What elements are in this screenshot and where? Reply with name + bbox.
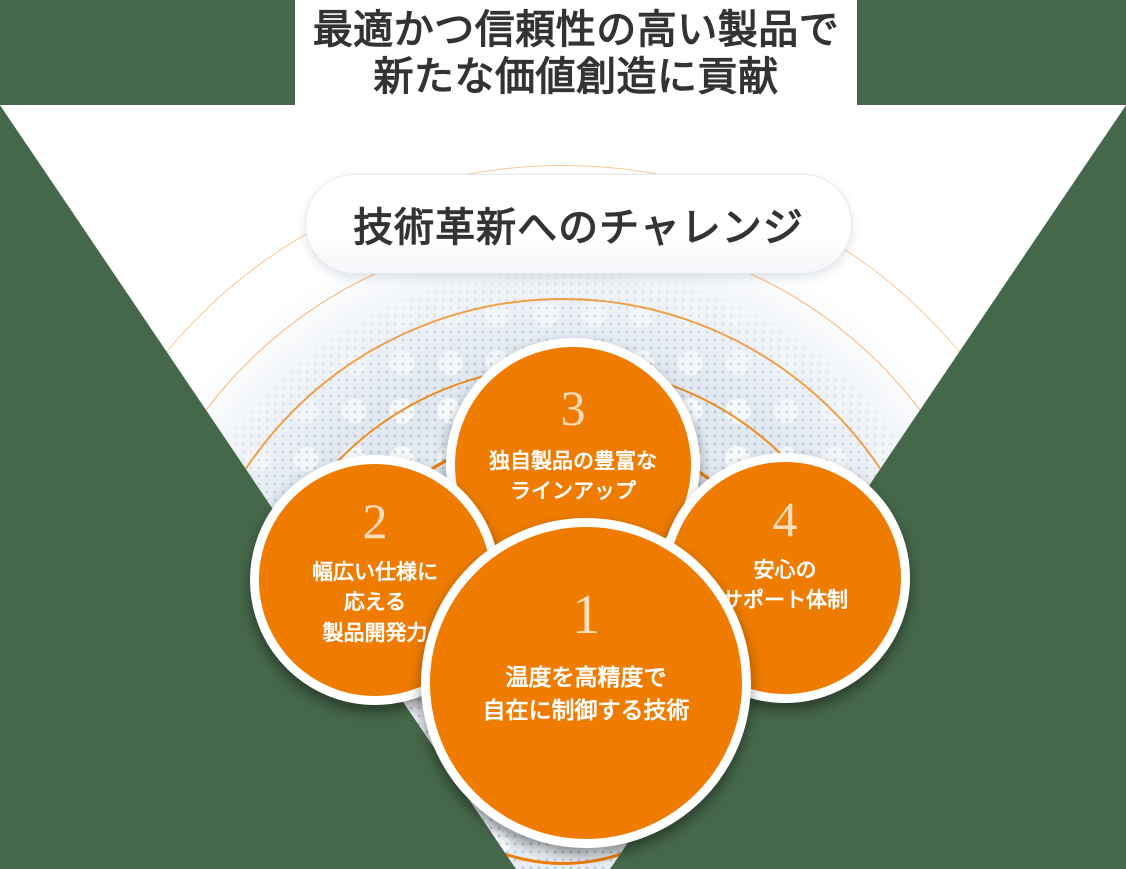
funnel-right-seam (1100, 105, 1126, 869)
status-badge: 技術革新へのチャレンジ (305, 174, 852, 274)
feature-number-1: 1 (572, 584, 600, 646)
funnel-left-seam (0, 105, 26, 869)
status-badge-label: 技術革新へのチャレンジ (353, 206, 804, 250)
feature-number-3: 3 (560, 380, 586, 436)
feature-caption-1: 温度を高精度で 自在に制御する技術 (482, 664, 690, 724)
feature-caption-3: 独自製品の豊富な ラインアップ (489, 450, 657, 504)
feature-circle-1[interactable]: 1 温度を高精度で 自在に制御する技術 (421, 518, 751, 848)
feature-caption-4: 安心の サポート体制 (722, 559, 848, 613)
feature-caption-2: 幅広い仕様に 応える 製品開発力 (312, 561, 438, 645)
page-title-block: 最適かつ信頼性の高い製品で 新たな価値創造に貢献 (295, 0, 857, 108)
feature-number-4: 4 (772, 491, 798, 547)
feature-number-2: 2 (362, 493, 388, 549)
page-title: 最適かつ信頼性の高い製品で 新たな価値創造に貢献 (312, 7, 840, 99)
